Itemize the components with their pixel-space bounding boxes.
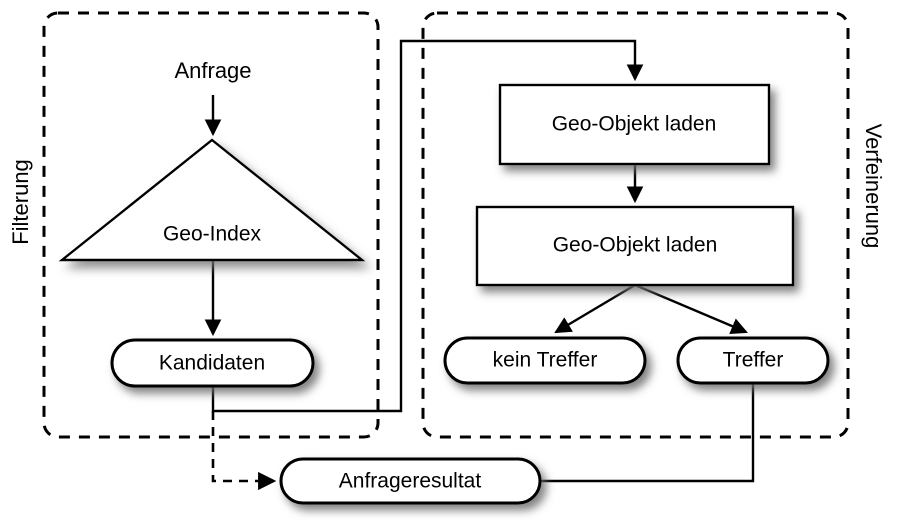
node-geo-index-label: Geo-Index xyxy=(163,223,262,246)
node-geo-index-shape xyxy=(58,138,366,262)
node-kein-treffer-shape xyxy=(443,336,647,385)
edge-geo-objekt-laden-2-to-treffer xyxy=(634,283,748,335)
node-treffer-shape xyxy=(676,336,830,385)
node-kandidaten: Kandidaten xyxy=(110,338,315,388)
node-treffer: Treffer xyxy=(676,336,830,385)
edge-treffer-to-anfrageresultat xyxy=(539,383,755,483)
node-kandidaten-label: Kandidaten xyxy=(159,352,265,375)
node-geo-objekt-laden-1: Geo-Objekt laden xyxy=(498,83,771,166)
edge-kandidaten-to-anfrageresultat xyxy=(211,411,277,491)
node-geo-objekt-laden-2-label: Geo-Objekt laden xyxy=(553,234,718,257)
edge-kandidaten-to-geo-objekt-laden-1 xyxy=(211,39,644,413)
group-filterung-border xyxy=(42,11,380,439)
node-anfrageresultat-label: Anfrageresultat xyxy=(339,470,482,493)
node-geo-objekt-laden-1-shape xyxy=(498,83,771,166)
node-anfrage-label: Anfrage xyxy=(174,58,251,83)
node-kandidaten-shape xyxy=(110,338,315,388)
node-geo-objekt-laden-2: Geo-Objekt laden xyxy=(475,205,795,287)
node-geo-objekt-laden-1-label: Geo-Objekt laden xyxy=(552,113,717,136)
group-verfeinerung-label: Verfeinerung xyxy=(861,124,886,249)
node-geo-objekt-laden-2-shape xyxy=(475,205,795,287)
group-verfeinerung: Verfeinerung xyxy=(421,11,886,439)
edge-geo-objekt-laden-2-to-kein-treffer xyxy=(554,283,636,334)
node-anfrageresultat-shape xyxy=(279,457,542,505)
node-kein-treffer: kein Treffer xyxy=(443,336,647,385)
node-treffer-label: Treffer xyxy=(723,349,784,372)
group-filterung-label: Filterung xyxy=(8,159,33,245)
group-filterung: Filterung xyxy=(8,11,380,439)
node-kein-treffer-label: kein Treffer xyxy=(493,349,598,372)
node-geo-index: Geo-Index xyxy=(58,138,366,262)
node-anfrageresultat: Anfrageresultat xyxy=(279,457,542,505)
